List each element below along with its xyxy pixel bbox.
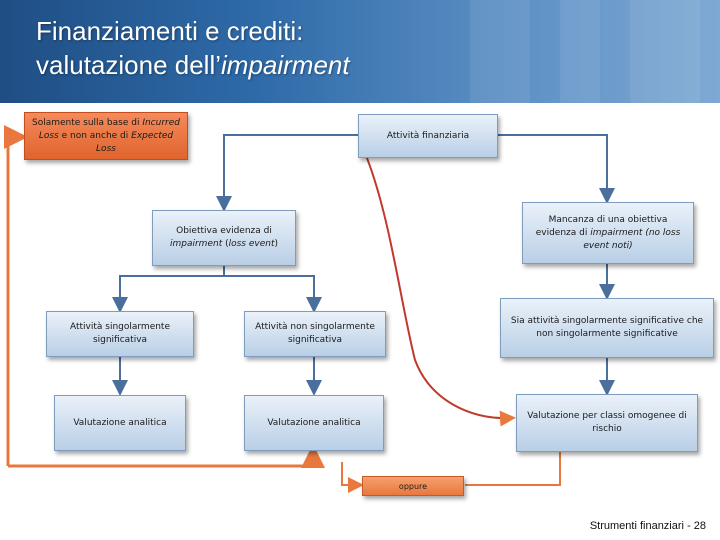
box-valutazione-analitica-2: Valutazione analitica xyxy=(244,395,384,451)
title-line-1: Finanziamenti e crediti: xyxy=(36,16,304,46)
slide-header: Finanziamenti e crediti: valutazione del… xyxy=(0,0,720,103)
box-mancanza-text: Mancanza di una obiettiva evidenza di im… xyxy=(535,214,681,251)
box-valutazione-analitica-1: Valutazione analitica xyxy=(54,395,186,451)
loop-arrow-up xyxy=(8,444,325,468)
title-line-2: valutazione dell’impairment xyxy=(36,50,350,80)
box-solamente: Solamente sulla base di Incurred Loss e … xyxy=(24,112,188,160)
slide-footer: Strumenti finanziari - 28 xyxy=(589,520,706,532)
curve-arrow xyxy=(364,152,516,427)
oppure-line-right xyxy=(465,452,561,486)
box-solamente-text: Solamente sulla base di Incurred Loss e … xyxy=(31,117,180,154)
oppure-line-left xyxy=(341,462,364,493)
arrow-to-non-singolarmente xyxy=(224,275,322,313)
arrow-to-singolarmente xyxy=(112,266,225,313)
arrow-to-mancanza xyxy=(496,134,615,204)
box-sia-attivita: Sia attività singolarmente significative… xyxy=(500,298,714,358)
box-non-singolarmente-significativa: Attività non singolarmente significativa xyxy=(244,311,386,357)
box-attivita-finanziaria: Attività finanziaria xyxy=(358,114,498,158)
box-obiettiva: Obiettiva evidenza di impairment (loss e… xyxy=(152,210,296,266)
box-singolarmente-significativa: Attività singolarmente significativa xyxy=(46,311,194,357)
arrow-to-obiettiva xyxy=(216,134,360,212)
box-obiettiva-text: Obiettiva evidenza di impairment (loss e… xyxy=(169,226,278,249)
slide-title: Finanziamenti e crediti: valutazione del… xyxy=(36,14,350,82)
box-mancanza: Mancanza di una obiettiva evidenza di im… xyxy=(522,202,694,264)
box-valutazione-classi: Valutazione per classi omogenee di risch… xyxy=(516,394,698,452)
box-oppure: oppure xyxy=(362,476,464,496)
loop-arrow-left xyxy=(4,125,28,466)
